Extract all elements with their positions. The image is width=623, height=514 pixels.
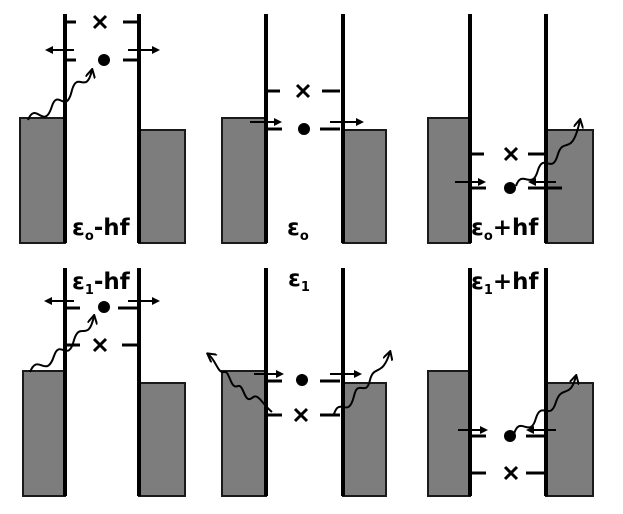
photon-wavy-arrow (27, 70, 92, 121)
panel-top-right: εo+hf (427, 14, 594, 244)
right-lead (138, 129, 186, 244)
label-bottom-left: ε1-hf (72, 269, 131, 298)
cross-marker (503, 146, 519, 162)
level-empty (471, 146, 544, 162)
electron-dot (504, 182, 516, 194)
left-lead (221, 370, 267, 497)
electron-dot (98, 301, 110, 313)
left-lead (19, 117, 66, 244)
cross-marker (295, 83, 311, 99)
left-lead (427, 117, 471, 244)
left-lead (221, 117, 267, 244)
level-occupied (66, 54, 137, 66)
electron-dot (298, 123, 310, 135)
panel-top-middle: εo (221, 14, 387, 244)
panel-bottom-left: ε1-hf (22, 268, 186, 497)
panel-bottom-right: ε1+hf (427, 268, 594, 497)
label-bottom-middle: ε1 (288, 266, 310, 295)
level-empty (66, 14, 137, 30)
label-top-middle: εo (287, 215, 309, 244)
right-lead (138, 382, 186, 497)
right-lead (545, 382, 594, 497)
level-empty (66, 337, 137, 353)
right-lead (342, 382, 387, 497)
label-top-left: εo-hf (72, 215, 131, 244)
photon-wavy-arrow-left (208, 354, 273, 413)
label-bottom-right: ε1+hf (471, 269, 540, 298)
electron-dot (296, 374, 308, 386)
photon-wavy-arrow (515, 120, 580, 187)
level-occupied (471, 182, 562, 194)
cross-marker (92, 14, 108, 30)
level-empty (471, 465, 544, 481)
level-occupied (268, 123, 340, 135)
left-lead (22, 370, 66, 497)
left-lead (427, 370, 471, 497)
electron-dot (98, 54, 110, 66)
cross-marker (293, 407, 309, 423)
cross-marker (92, 337, 108, 353)
level-empty (268, 407, 340, 423)
panel-top-left: εo-hf (19, 14, 186, 244)
level-occupied (268, 374, 340, 386)
panel-bottom-middle: ε1 (208, 266, 390, 497)
level-empty (268, 83, 340, 99)
level-occupied (471, 430, 544, 442)
electron-dot (504, 430, 516, 442)
photon-wavy-arrow-right (333, 352, 390, 415)
label-top-right: εo+hf (471, 215, 539, 244)
level-occupied (66, 301, 137, 313)
photon-wavy-arrow (513, 376, 576, 435)
cross-marker (503, 465, 519, 481)
right-lead (342, 129, 387, 244)
photon-wavy-arrow (29, 316, 94, 373)
